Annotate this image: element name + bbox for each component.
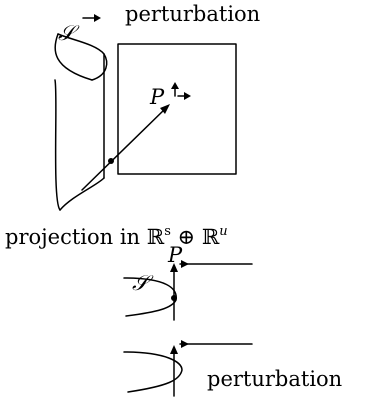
projection-surface-label: 𝒮 [132,271,154,295]
perturbed-surface-curve [123,351,183,393]
perturbed-horizontal-head [181,340,189,348]
top-perturbation-label: perturbation [125,2,260,26]
intersection-point [108,158,114,164]
vertical-arrow-head [170,263,178,272]
perturbed-vertical-head [170,345,178,354]
projection-caption: projection in ℝs ⊕ ℝu [5,224,228,249]
s-arrow [82,14,101,22]
top-3d-sketch: 𝒮 perturbation P [54,2,260,211]
projection-point-label: P [167,243,183,267]
projected-point [171,295,177,301]
projection-diagram: P 𝒮 [123,243,253,321]
perturbation-arrows [171,82,191,100]
surface-s-label: 𝒮 [58,21,80,45]
trajectory-arrow [81,104,170,191]
surface-s [54,33,108,211]
bottom-perturbation-label: perturbation [207,367,342,391]
perturbation-square [117,43,237,175]
perturbed-diagram: perturbation [123,340,342,397]
point-p-label: P [149,85,165,109]
horizontal-arrow-head [181,260,189,268]
